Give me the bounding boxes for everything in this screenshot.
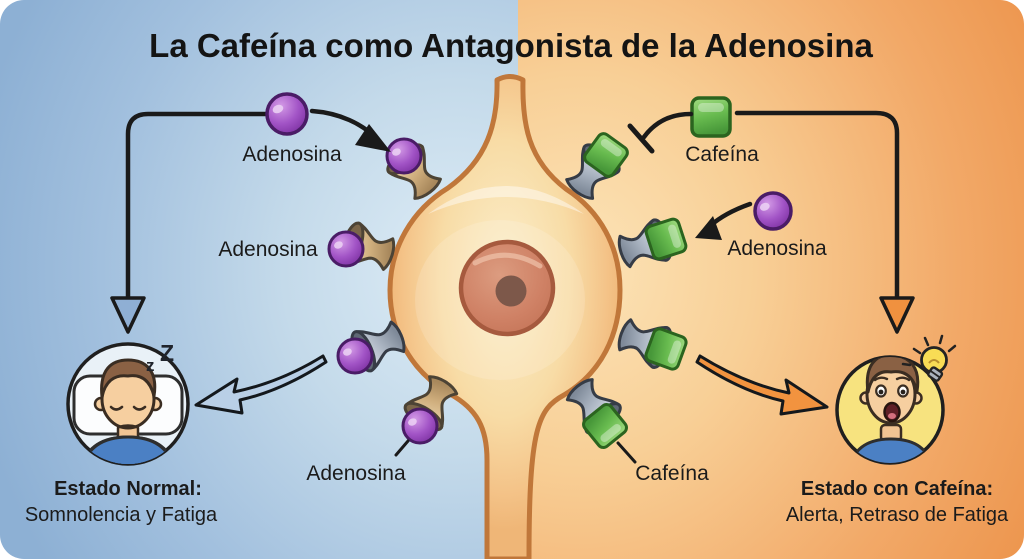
arrow-cell-to-normal-state <box>194 354 328 415</box>
caffeinated-state-description: Alerta, Retraso de Fatiga <box>786 504 1009 526</box>
arrow-adenosine-binding <box>309 108 391 152</box>
nucleolus <box>495 275 527 307</box>
alert-person-icon <box>835 334 957 465</box>
page-title: La Cafeína como Antagonista de la Adenos… <box>149 27 873 64</box>
connector-caffeine-to-caffeinated-state <box>734 110 915 334</box>
open-eye <box>875 384 887 398</box>
open-eye <box>897 384 909 398</box>
label-adenosina-bottom-left: Adenosina <box>306 462 406 485</box>
neuron-cell <box>387 74 623 559</box>
closed-eye <box>109 405 124 411</box>
adenosine-molecule-free <box>265 92 309 136</box>
pointer-line-adenosina-bottom <box>394 439 410 457</box>
caffeine-molecule <box>644 217 688 261</box>
caffeine-molecule <box>583 132 629 178</box>
closed-eye <box>132 405 147 411</box>
inhibition-tbar-caffeine <box>627 111 694 154</box>
sad-mouth <box>117 424 139 429</box>
nucleus <box>458 239 556 337</box>
label-adenosina-right: Adenosina <box>727 237 827 260</box>
caffeine-molecule-free <box>690 96 732 138</box>
hair <box>100 358 157 399</box>
eyebrow <box>873 376 889 382</box>
caffeine-molecule <box>582 403 628 449</box>
caffeinated-state-heading: Estado con Cafeína: <box>801 478 993 500</box>
arrowhead-down-orange <box>879 296 915 334</box>
eyebrow <box>895 376 911 382</box>
label-adenosina-top-left: Adenosina <box>242 143 342 166</box>
label-adenosina-mid-left: Adenosina <box>218 238 318 261</box>
label-cafeina-bottom: Cafeína <box>635 462 709 485</box>
arrow-adenosine-blocked <box>695 201 753 240</box>
adenosine-molecule <box>327 230 365 268</box>
sleep-z-small: z <box>146 356 155 375</box>
connector-adenosine-to-normal-state <box>110 111 269 334</box>
lightbulb-icon <box>901 334 957 382</box>
adenosine-molecule <box>336 337 374 375</box>
adenosine-molecule <box>401 407 439 445</box>
caffeine-molecule <box>644 327 688 371</box>
arrowhead-down-blue <box>110 296 146 334</box>
arrow-cell-to-caffeinated-state <box>695 354 829 416</box>
sleep-z-big: Z <box>160 340 174 366</box>
pointer-line-cafeina-bottom <box>616 441 637 464</box>
normal-state-description: Somnolencia y Fatiga <box>25 504 218 526</box>
adenosine-molecule <box>385 137 423 175</box>
label-cafeina-top: Cafeína <box>685 143 759 166</box>
normal-state-heading: Estado Normal: <box>54 478 202 500</box>
adenosine-molecule-free <box>753 191 793 231</box>
